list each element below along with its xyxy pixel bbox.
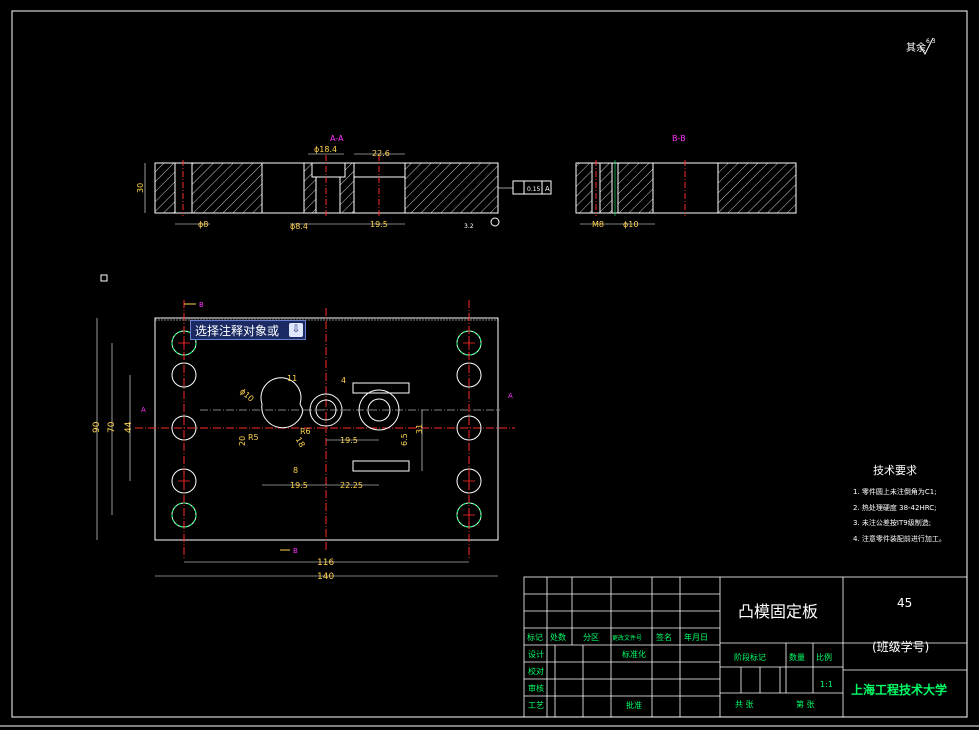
weight-label: 数量 <box>789 652 805 662</box>
tech-item-2: 2. 热处理硬度 38-42HRC; <box>853 503 937 512</box>
tolerance-value: 0.15 <box>527 186 541 193</box>
sheets-total: 共 张 <box>735 700 754 709</box>
dim-11: 11 <box>287 374 297 383</box>
hdr-count: 处数 <box>550 632 566 642</box>
roughness-icon <box>919 37 934 56</box>
dim-8: 8 <box>293 466 298 475</box>
dim-20: 20 <box>238 436 247 446</box>
dim-44: 44 <box>124 421 134 433</box>
stage-label: 阶段标记 <box>734 652 766 662</box>
tech-title: 技术要求 <box>873 464 917 477</box>
down-arrow-icon[interactable]: ⇩ <box>289 323 303 337</box>
section-aa-view: 30 ϕ18.4 22.6 ϕ8 ϕ8.4 19.5 0.15 A 3.2 <box>136 145 552 231</box>
dim-30: 30 <box>136 183 145 193</box>
tech-requirements: 技术要求 1. 零件圆上未注倒角为C1; 2. 热处理硬度 38-42HRC; … <box>853 464 946 543</box>
scale-label: 比例 <box>816 652 832 662</box>
hdr-doc: 更改文件号 <box>612 634 642 642</box>
section-arrow-b-top: B <box>199 301 204 309</box>
dim-phi8: ϕ8 <box>198 220 208 229</box>
dim-22-6: 22.6 <box>372 149 390 158</box>
dim-6-5: 6.5 <box>400 433 409 446</box>
dim-70: 70 <box>107 421 117 433</box>
section-label-aa: A-A <box>330 134 344 143</box>
drawing-border <box>11 10 968 718</box>
tech-item-4: 4. 注意零件装配前进行加工。 <box>853 534 946 543</box>
std-label: 标准化 <box>622 649 646 659</box>
row-design: 设计 <box>528 649 544 659</box>
roughness-text: 其余 <box>906 41 926 54</box>
sheet-number: 第 张 <box>796 699 815 709</box>
approve-label: 批准 <box>626 700 642 710</box>
plan-view: B B A A 116 140 90 70 44 11 4 20 8 19.5 … <box>92 300 515 582</box>
dim-m8: M8 <box>592 220 604 229</box>
row-check: 校对 <box>528 666 544 676</box>
dim-phi10-plan: ϕ10 <box>238 387 256 404</box>
section-arrow-b-bottom: B <box>293 547 298 555</box>
tolerance-ref: A <box>545 185 550 193</box>
dim-18: 18 <box>294 436 307 449</box>
dim-140: 140 <box>317 572 334 582</box>
dim-phi10: ϕ10 <box>623 220 638 229</box>
dim-phi18-4: ϕ18.4 <box>314 145 337 154</box>
section-arrow-a-right: A <box>508 392 513 400</box>
dim-phi8-4: ϕ8.4 <box>290 222 308 231</box>
scale-value: 1:1 <box>820 680 833 689</box>
hdr-zone: 分区 <box>583 633 599 642</box>
command-tooltip[interactable]: 选择注释对象或 ⇩ <box>190 320 306 340</box>
section-label-bb: B-B <box>672 134 686 143</box>
section-arrow-a-left: A <box>141 406 146 414</box>
datum-a-icon <box>490 217 500 227</box>
dim-4: 4 <box>341 376 346 385</box>
dim-19-5-a: 19.5 <box>290 481 308 490</box>
part-name: 凸模固定板 <box>738 602 818 621</box>
row-review: 审核 <box>528 683 544 693</box>
tech-item-1: 1. 零件圆上未注倒角为C1; <box>853 487 937 496</box>
command-tooltip-text: 选择注释对象或 <box>195 324 280 338</box>
dim-r5: R5 <box>248 433 259 442</box>
title-block <box>523 576 968 718</box>
dim-19-5: 19.5 <box>370 220 388 229</box>
hdr-mark: 标记 <box>527 632 543 642</box>
tech-item-3: 3. 未注公差按IT9级制造; <box>853 518 931 527</box>
dim-31: 31 <box>415 424 424 434</box>
school-name: 上海工程技术大学 <box>851 682 947 697</box>
dim-22-25: 22.25 <box>340 481 363 490</box>
dim-19-5-b: 19.5 <box>340 436 358 445</box>
hdr-date: 年月日 <box>684 632 708 642</box>
dim-r6: R6 <box>300 427 311 436</box>
row-process: 工艺 <box>528 701 544 710</box>
hdr-sign: 签名 <box>656 632 672 642</box>
ucs-marker <box>100 274 108 282</box>
surface-3-2: 3.2 <box>464 223 474 230</box>
section-bb-view: M8 ϕ10 <box>575 160 797 229</box>
dim-116: 116 <box>317 558 334 568</box>
material: 45 <box>897 596 912 610</box>
class-id: (班级学号) <box>872 639 929 654</box>
dim-90: 90 <box>92 421 102 433</box>
